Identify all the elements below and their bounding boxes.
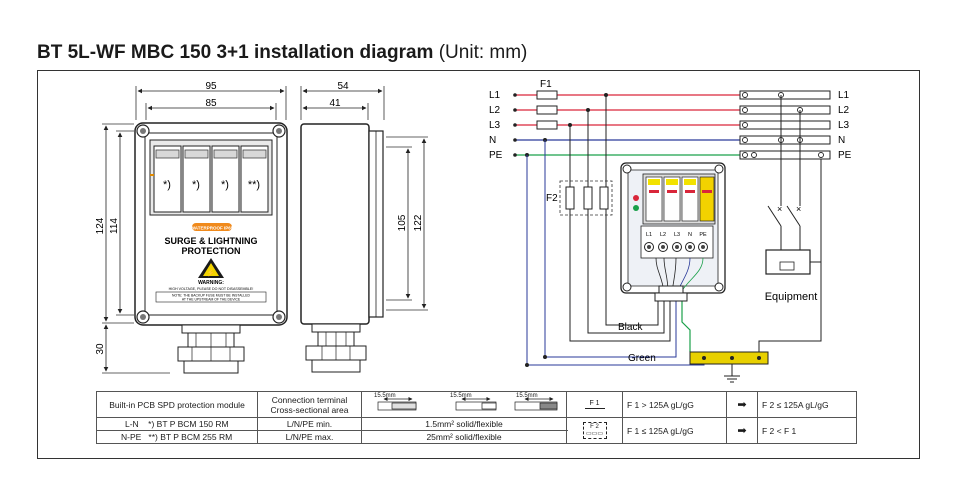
front-view: 95 85 124 114 30 *) *)	[95, 81, 288, 374]
cond-1: F 1 > 125A gL/gG	[622, 391, 727, 418]
equipment-label: Equipment	[765, 291, 818, 303]
waterproof-badge-text: WATERPROOF IP65	[191, 226, 234, 231]
dim-side-inner-height: 105	[397, 214, 408, 231]
line-label-left-l2: L2	[489, 105, 501, 116]
row1-position: L-N	[125, 419, 139, 429]
row2-module: N-PE **) BT P BCM 255 RM	[96, 430, 258, 444]
note-line-2: AT THE UPSTREAM OF THE DEVICE	[182, 298, 241, 302]
strip-length-2: 15.5mm	[450, 393, 472, 399]
line-label-right-l1: L1	[838, 90, 850, 101]
terminal-label-l2: L2	[660, 232, 666, 238]
svg-text:×: ×	[777, 204, 782, 214]
line-label-right-pe: PE	[838, 150, 852, 161]
row1-model: *) BT P BCM 150 RM	[148, 419, 229, 429]
line-label-right-l3: L3	[838, 120, 850, 131]
line-label-left-l1: L1	[489, 90, 501, 101]
strip-length-cell: 15.5mm 15.5mm 15.5mm	[361, 391, 567, 418]
terminal-label-n: N	[688, 232, 692, 238]
terminal-label-pe: PE	[699, 232, 707, 238]
dim-front-inner-height: 114	[109, 218, 120, 234]
enclosure-side	[300, 123, 370, 325]
dim-side-inner-width: 41	[329, 98, 341, 109]
fuses-f2	[565, 186, 609, 210]
module-label-3: *)	[221, 179, 229, 191]
arrow-right-icon: ➡	[726, 391, 758, 418]
terminal-header-line-1: Connection terminal	[271, 394, 348, 405]
ground-symbol-icon	[724, 375, 740, 383]
line-label-right-n: N	[838, 135, 845, 146]
dim-front-outer-height: 124	[95, 217, 106, 234]
fuse-f2-cell: F 2▭▭▭	[566, 417, 623, 444]
fuse-f2-label: F2	[546, 193, 558, 204]
title-main: BT 5L-WF MBC 150 3+1 installation diagra…	[37, 42, 434, 63]
row1-module: L-N *) BT P BCM 150 RM	[96, 417, 258, 431]
fuse-f1-label: F1	[540, 79, 552, 90]
dim-front-outer-width: 95	[205, 81, 217, 92]
dim-front-inner-width: 85	[205, 98, 217, 109]
strip-length-3: 15.5mm	[516, 393, 538, 399]
panel-heading-2: PROTECTION	[181, 246, 240, 256]
line-label-left-pe: PE	[489, 150, 503, 161]
row2-type: L/N/PE max.	[257, 430, 362, 444]
strip-length-1: 15.5mm	[374, 393, 396, 399]
arrow-right-icon-2: ➡	[726, 417, 758, 444]
dim-side-outer-height: 122	[413, 214, 424, 231]
fuses-f2-group	[559, 180, 613, 216]
title-unit: (Unit: mm)	[438, 42, 528, 63]
line-label-left-n: N	[489, 135, 496, 146]
wiring-diagram: L1 L2 L3 N PE F1 F2	[489, 79, 852, 383]
fuse-f2-table: F 2	[590, 424, 599, 430]
svg-text:⚡: ⚡	[207, 268, 216, 277]
diagram-frame	[37, 70, 920, 459]
spd-enclosure-wiring: L1 L2 L3 N PE	[620, 162, 726, 302]
dim-side-outer-width: 54	[337, 81, 349, 92]
terminal-label-l1: L1	[646, 232, 652, 238]
ground-bar	[689, 351, 769, 365]
row1-value: 1.5mm² solid/flexible	[361, 417, 567, 431]
row2-position: N-PE	[121, 432, 142, 442]
warning-label: WARNING:	[198, 280, 224, 286]
page-title: BT 5L-WF MBC 150 3+1 installation diagra…	[37, 42, 527, 64]
cond-2: F 1 ≤ 125A gL/gG	[622, 417, 727, 444]
row2-value: 25mm² solid/flexible	[361, 430, 567, 444]
fuses-f1	[536, 90, 558, 130]
result-2: F 2 < F 1	[757, 417, 857, 444]
module-label-4: **)	[248, 179, 260, 191]
note-line-1: NOTE: THE BACKUP FUSE MUST BE INSTALLED	[172, 294, 250, 298]
equipment-branch	[767, 95, 821, 263]
warning-text: HIGH VOLTAGE, PLEASE DO NOT DISASSEMBLE!	[169, 287, 254, 291]
green-wire-label: Green	[628, 353, 656, 364]
terminal-header-line-2: Cross-sectional area	[270, 404, 349, 415]
module-label-1: *)	[163, 179, 171, 191]
row2-model: **) BT P BCM 255 RM	[148, 432, 233, 442]
result-1: F 2 ≤ 125A gL/gG	[757, 391, 857, 418]
module-label-2: *)	[192, 179, 200, 191]
spec-table: Built-in PCB SPD protection module Conne…	[96, 391, 857, 444]
module-header: Built-in PCB SPD protection module	[96, 391, 258, 418]
line-label-left-l3: L3	[489, 120, 501, 131]
terminal-label-l3: L3	[674, 232, 680, 238]
svg-text:×: ×	[796, 204, 801, 214]
dim-gland-height: 30	[95, 343, 106, 355]
neutral-wire	[544, 140, 677, 358]
panel-heading-1: SURGE & LIGHTNING	[164, 236, 257, 246]
row1-type: L/N/PE min.	[257, 417, 362, 431]
terminal-strip-right	[739, 90, 831, 160]
fuse-f1-table: F 1	[589, 399, 600, 407]
black-wire-label: Black	[618, 322, 643, 333]
line-label-right-l2: L2	[838, 105, 850, 116]
waterproof-badge	[192, 223, 232, 231]
fuse-f1-cell: F 1	[566, 391, 623, 418]
side-view: 54 41 122 105	[300, 81, 428, 373]
